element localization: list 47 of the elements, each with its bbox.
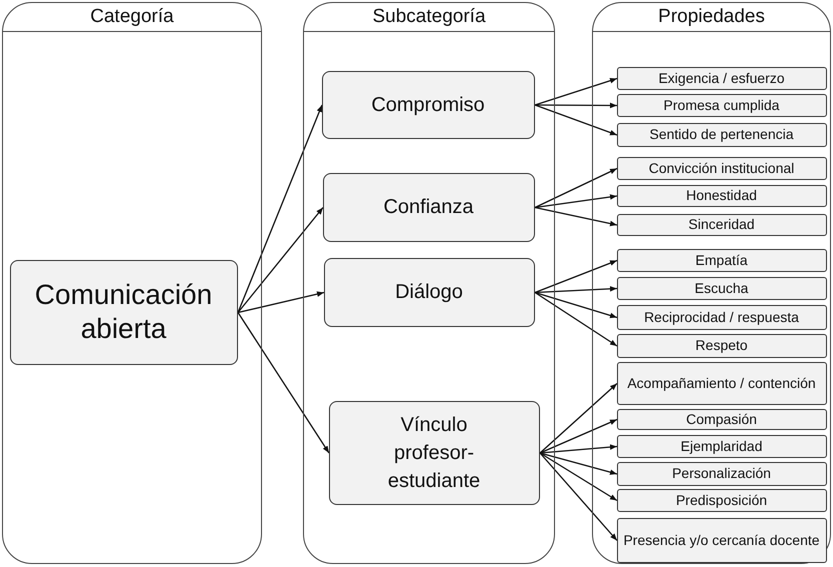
property-box: Sinceridad bbox=[616, 214, 826, 236]
arrow bbox=[237, 312, 330, 454]
category-box: Comunicación abierta bbox=[10, 260, 238, 364]
arrow bbox=[534, 194, 618, 208]
arrow bbox=[534, 292, 618, 347]
property-box: Empatía bbox=[616, 248, 826, 272]
subcategory-box: Vínculo profesor-estudiante bbox=[328, 400, 540, 504]
arrow bbox=[540, 452, 618, 502]
column-heading: Propiedades bbox=[593, 3, 830, 32]
arrow bbox=[540, 452, 618, 541]
property-box: Escucha bbox=[616, 276, 826, 300]
property-box: Exigencia / esfuerzo bbox=[616, 66, 826, 90]
arrow bbox=[238, 207, 324, 313]
arrow bbox=[534, 292, 618, 318]
subcategory-box: Diálogo bbox=[324, 258, 534, 326]
property-box: Acompañamiento / contención bbox=[616, 362, 826, 404]
property-box: Honestidad bbox=[616, 184, 826, 206]
property-box: Sentido de pertenencia bbox=[616, 122, 826, 146]
property-box: Reciprocidad / respuesta bbox=[616, 304, 826, 330]
arrow bbox=[534, 104, 618, 136]
arrow bbox=[534, 168, 618, 208]
arrow bbox=[534, 286, 618, 294]
subcategory-box: Compromiso bbox=[322, 70, 534, 138]
column-heading: Subcategoría bbox=[304, 3, 554, 32]
property-box: Personalización bbox=[616, 462, 826, 486]
arrow bbox=[238, 291, 324, 314]
property-box: Compasión bbox=[616, 408, 826, 430]
arrow bbox=[540, 452, 618, 475]
property-box: Respeto bbox=[616, 334, 826, 358]
property-box: Presencia y/o cercanía docente bbox=[616, 518, 826, 562]
arrow bbox=[535, 102, 617, 108]
property-box: Promesa cumplida bbox=[616, 94, 826, 116]
column-panel bbox=[303, 2, 555, 564]
property-box: Ejemplaridad bbox=[616, 434, 826, 458]
arrow bbox=[540, 418, 618, 454]
arrow bbox=[534, 260, 618, 294]
column-panel bbox=[592, 2, 831, 564]
arrow bbox=[237, 104, 323, 313]
property-box: Predisposición bbox=[616, 488, 826, 512]
property-box: Convicción institucional bbox=[616, 156, 826, 180]
column-panel bbox=[2, 2, 262, 564]
column-heading: Categoría bbox=[3, 3, 261, 32]
subcategory-box: Confianza bbox=[322, 172, 534, 242]
arrow bbox=[540, 383, 618, 454]
arrow bbox=[534, 206, 618, 226]
arrow bbox=[540, 444, 618, 454]
arrow bbox=[534, 78, 618, 106]
